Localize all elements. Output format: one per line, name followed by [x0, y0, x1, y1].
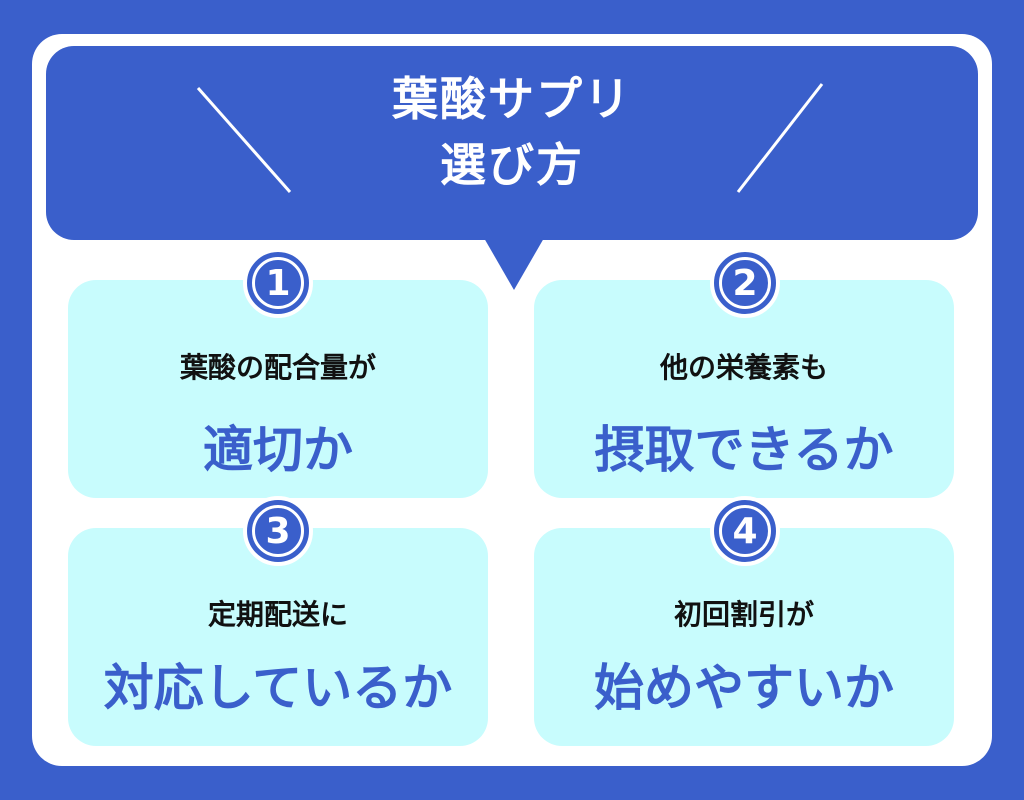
- card-2-caption: 他の栄養素も: [659, 351, 828, 384]
- card-3-headline: 対応しているか: [103, 659, 453, 717]
- number-badge-1: 1: [243, 248, 313, 318]
- card-1-caption: 葉酸の配合量が: [179, 351, 376, 384]
- left-slash: [196, 87, 292, 193]
- number-badge-4: 4: [710, 496, 780, 566]
- card-4-headline: 始めやすいか: [594, 659, 894, 717]
- title-line-2: 選び方: [440, 138, 584, 192]
- right-slash: [736, 83, 824, 193]
- page-title: 葉酸サプリ 選び方: [46, 66, 978, 198]
- card-4-caption: 初回割引が: [673, 598, 814, 631]
- number-badge-3: 3: [243, 496, 313, 566]
- banner-pointer: [484, 238, 544, 290]
- title-line-1: 葉酸サプリ: [392, 72, 632, 126]
- number-badge-2: 2: [710, 248, 780, 318]
- title-banner: [46, 46, 978, 240]
- card-1-headline: 適切か: [203, 421, 353, 479]
- card-2-headline: 摂取できるか: [594, 421, 894, 479]
- card-3-caption: 定期配送に: [207, 598, 348, 631]
